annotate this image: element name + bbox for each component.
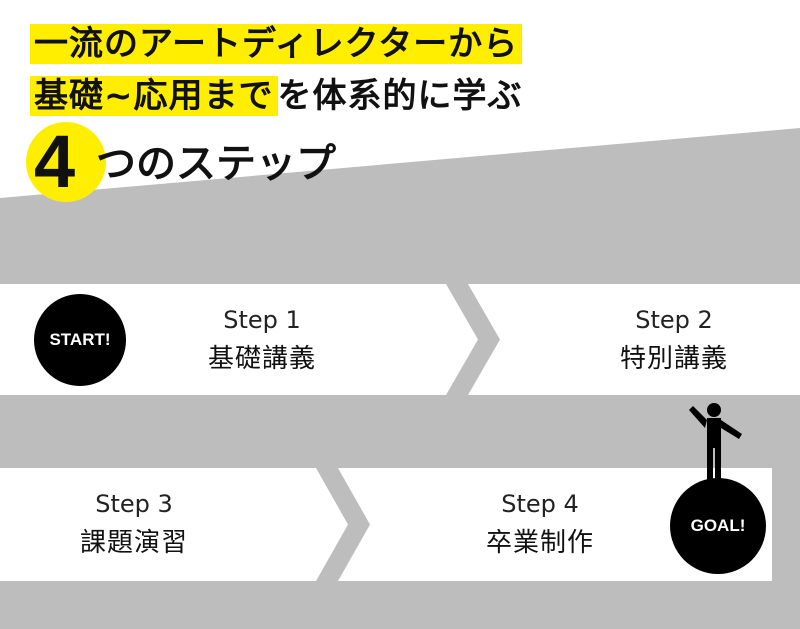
step-4: Step 4 卒業制作 — [430, 489, 650, 561]
step-label: Step 3 — [95, 490, 173, 518]
badge-number: 4 — [34, 120, 76, 203]
chevron-right-icon — [316, 468, 370, 581]
step-3: Step 3 課題演習 — [24, 489, 244, 561]
headline-rest: を体系的に学ぶ — [277, 76, 523, 116]
step-1: Step 1 基礎講義 — [152, 305, 372, 377]
headline-line-2: 基礎~応用までを体系的に学ぶ — [30, 76, 523, 116]
step-band-top — [0, 284, 800, 395]
step-title: 基礎講義 — [207, 344, 316, 374]
badge-circle — [26, 122, 106, 202]
headline-line-1: 一流のアートディレクターから — [30, 24, 523, 64]
chevron-right-icon — [446, 284, 500, 395]
goal-marker: GOAL! — [670, 478, 766, 574]
step-band-bottom — [0, 468, 772, 581]
headline-highlight-2: 基礎~応用まで — [30, 76, 278, 116]
step-label: Step 1 — [223, 306, 301, 334]
step-title: 卒業制作 — [485, 528, 594, 558]
start-marker: START! — [34, 294, 126, 386]
step-label: Step 4 — [501, 490, 579, 518]
step-title: 特別講義 — [619, 344, 728, 374]
headline-highlight-1: 一流のアートディレクターから — [30, 24, 523, 64]
step-2: Step 2 特別講義 — [564, 305, 784, 377]
step-label: Step 2 — [635, 306, 713, 334]
step-title: 課題演習 — [79, 528, 188, 558]
person-pointing-icon — [689, 403, 742, 482]
start-label: START! — [49, 330, 111, 349]
badge-text: つのステップ — [96, 141, 336, 187]
goal-label: GOAL! — [690, 516, 746, 535]
